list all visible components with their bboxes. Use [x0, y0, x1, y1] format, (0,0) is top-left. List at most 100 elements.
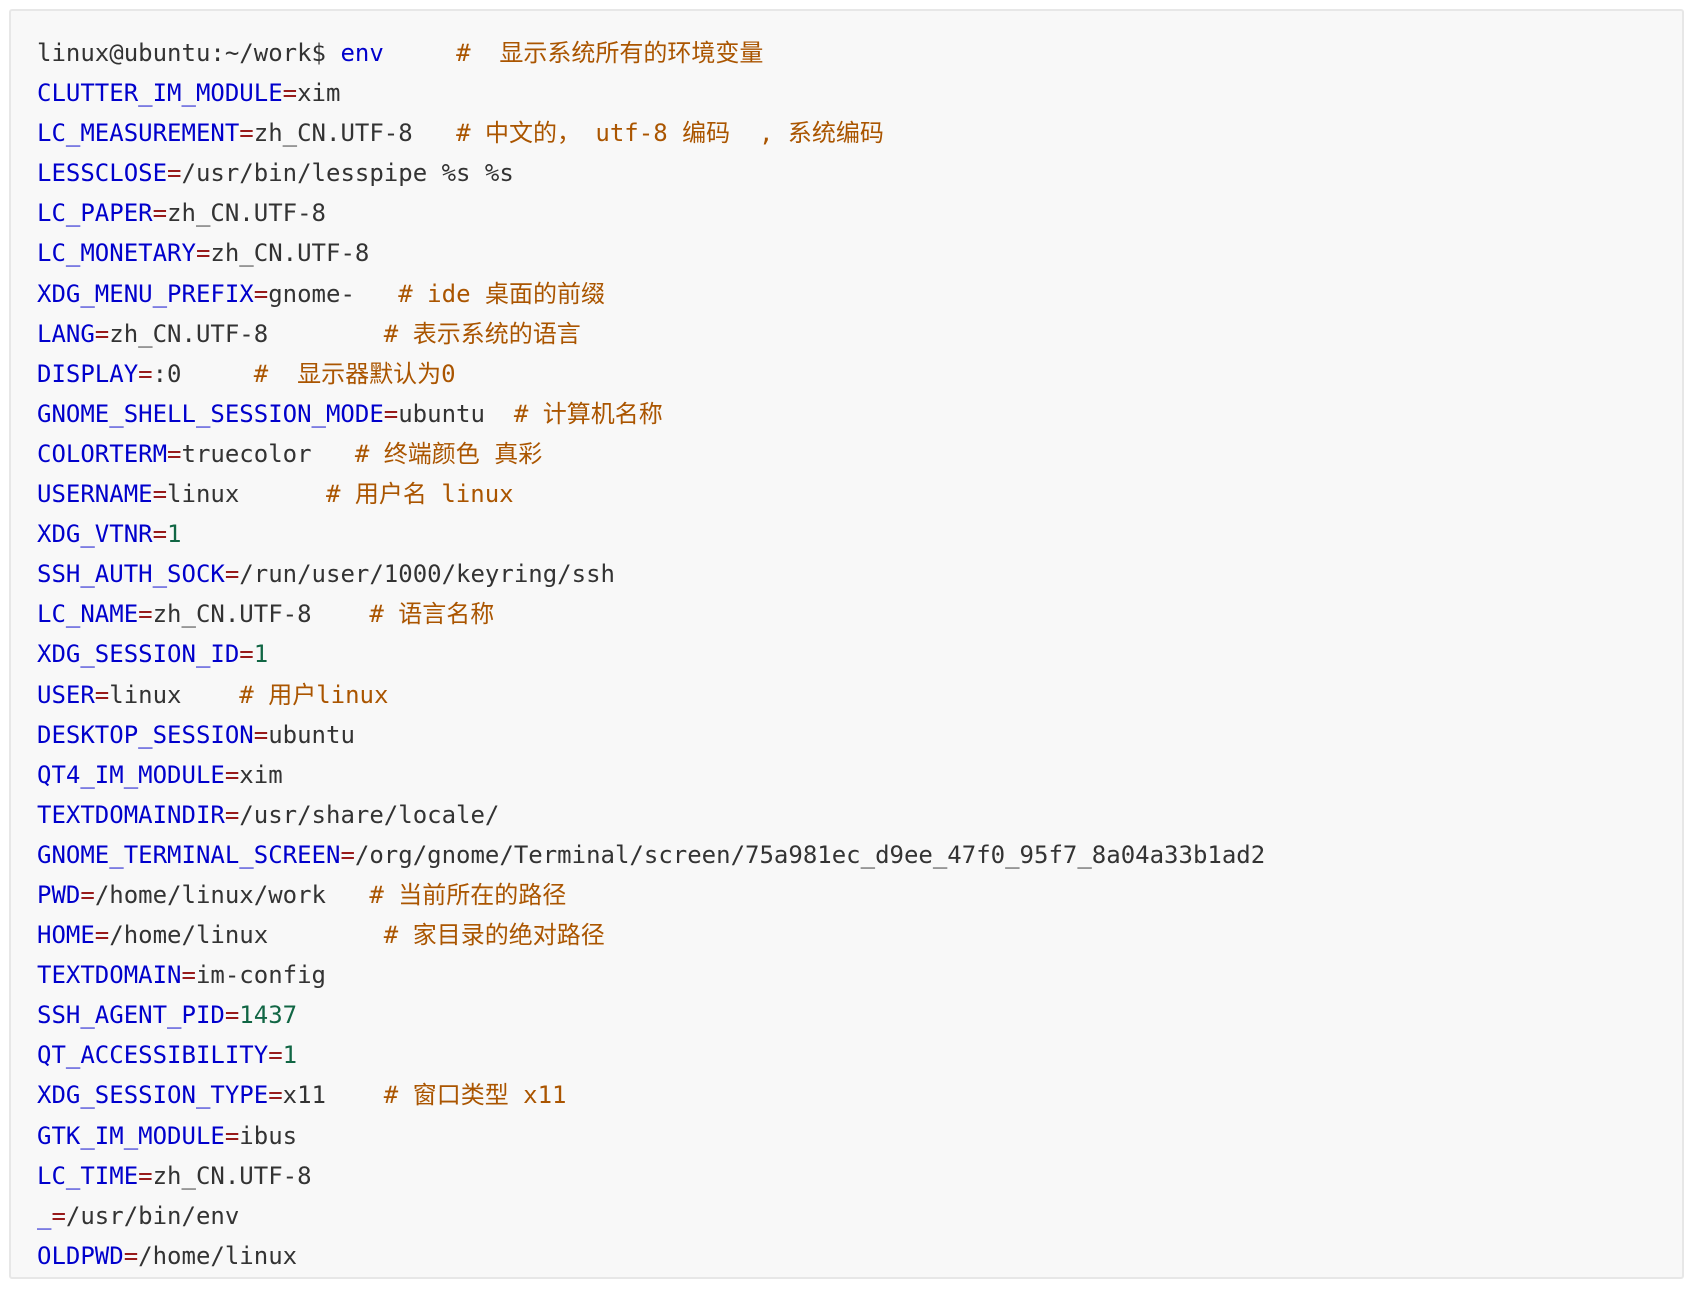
env-equals: = [152, 480, 168, 509]
env-line: USERNAME=linux # 用户名 linux [37, 474, 1682, 514]
env-equals: = [224, 1001, 240, 1030]
env-line: DESKTOP_SESSION=ubuntu [37, 715, 1682, 755]
env-value: zh_CN.UTF-8 [152, 1161, 312, 1190]
env-line: TEXTDOMAIN=im-config [37, 955, 1682, 995]
env-key: SSH_AUTH_SOCK [37, 560, 225, 589]
env-line: XDG_MENU_PREFIX=gnome- # ide 桌面的前缀 [37, 274, 1682, 314]
prompt-symbol: $ [311, 39, 326, 67]
env-equals: = [282, 79, 298, 108]
env-line: XDG_VTNR=1 [37, 514, 1682, 554]
env-line: LC_PAPER=zh_CN.UTF-8 [37, 193, 1682, 233]
env-key: LC_NAME [37, 600, 139, 629]
env-key: OLDPWD [37, 1241, 124, 1270]
env-value: ubuntu [398, 399, 485, 428]
env-key: LC_MONETARY [37, 239, 196, 268]
env-value: :0 [152, 359, 182, 388]
prompt-line: linux@ubuntu:~/work$ env # 显示系统所有的环境变量 [37, 33, 1682, 73]
env-line: LC_MEASUREMENT=zh_CN.UTF-8 # 中文的， utf-8 … [37, 113, 1682, 153]
env-value: gnome- [268, 279, 355, 308]
env-equals: = [167, 439, 182, 468]
env-line: SSH_AGENT_PID=1437 [37, 995, 1682, 1035]
env-equals: = [253, 720, 269, 749]
env-comment: # 终端颜色 真彩 [354, 439, 543, 468]
env-key: GNOME_TERMINAL_SCREEN [37, 840, 341, 869]
env-equals: = [224, 1121, 240, 1150]
env-line: QT_ACCESSIBILITY=1 [37, 1035, 1682, 1075]
env-value: im-config [195, 961, 326, 990]
env-key: USER [37, 680, 95, 709]
env-comment: # 窗口类型 x11 [383, 1081, 567, 1110]
env-key: XDG_SESSION_TYPE [37, 1081, 269, 1110]
env-comment: # 当前所在的路径 [369, 880, 567, 909]
env-value: linux [109, 680, 182, 709]
env-equals: = [181, 961, 196, 990]
env-line: GNOME_TERMINAL_SCREEN=/org/gnome/Termina… [37, 835, 1682, 875]
env-key: _ [37, 1201, 52, 1230]
env-key: LESSCLOSE [37, 159, 168, 188]
env-equals: = [138, 359, 153, 388]
env-comment: # ide 桌面的前缀 [398, 279, 605, 308]
env-key: XDG_SESSION_ID [37, 640, 240, 669]
env-line: CLUTTER_IM_MODULE=xim [37, 73, 1682, 113]
env-equals: = [195, 239, 211, 268]
env-equals: = [94, 921, 110, 950]
env-equals: = [167, 159, 182, 188]
env-value: /home/linux/work [94, 880, 326, 909]
env-key: DESKTOP_SESSION [37, 720, 254, 749]
env-key: COLORTERM [37, 439, 168, 468]
env-value: /home/linux [109, 921, 269, 950]
env-equals: = [123, 1241, 139, 1270]
env-comment: # 用户linux [239, 680, 389, 709]
env-value: /org/gnome/Terminal/screen/75a981ec_d9ee… [354, 840, 1266, 869]
prompt-user-host: linux@ubuntu:~/work [37, 39, 312, 67]
env-line: LC_MONETARY=zh_CN.UTF-8 [37, 233, 1682, 273]
env-line: LC_NAME=zh_CN.UTF-8 # 语言名称 [37, 594, 1682, 634]
env-comment: # 中文的， utf-8 编码 , 系统编码 [456, 119, 884, 148]
env-comment: # 显示器默认为0 [253, 359, 456, 388]
env-comment: # 计算机名称 [513, 399, 663, 428]
env-equals: = [152, 520, 168, 549]
env-key: LANG [37, 319, 95, 348]
env-line: SSH_AUTH_SOCK=/run/user/1000/keyring/ssh [37, 554, 1682, 594]
env-equals: = [138, 1161, 153, 1190]
env-key: USERNAME [37, 480, 153, 509]
env-line: OLDPWD=/home/linux [37, 1236, 1682, 1276]
env-equals: = [138, 600, 153, 629]
env-line: USER=linux # 用户linux [37, 675, 1682, 715]
env-equals: = [268, 1081, 283, 1110]
env-key: LC_TIME [37, 1161, 139, 1190]
env-key: DISPLAY [37, 359, 139, 388]
env-equals: = [94, 319, 110, 348]
env-value: linux [167, 480, 240, 509]
env-value: /run/user/1000/keyring/ssh [239, 560, 615, 589]
env-value: /usr/bin/lesspipe %s %s [181, 159, 514, 188]
env-comment: # 语言名称 [369, 600, 495, 629]
env-key: XDG_VTNR [37, 520, 153, 549]
env-equals: = [253, 279, 269, 308]
env-value: xim [239, 760, 283, 789]
env-key: TEXTDOMAIN [37, 961, 182, 990]
env-equals: = [340, 840, 355, 869]
env-equals: = [224, 760, 240, 789]
env-value: 1 [253, 640, 269, 669]
code-block: linux@ubuntu:~/work$ env # 显示系统所有的环境变量 C… [9, 9, 1684, 1279]
env-value: xim [297, 79, 341, 108]
env-value: 1 [167, 520, 182, 549]
env-value: ubuntu [268, 720, 355, 749]
env-key: QT_ACCESSIBILITY [37, 1041, 269, 1070]
env-value: /usr/bin/env [65, 1201, 240, 1230]
prompt-command: env [340, 39, 384, 67]
env-line: TEXTDOMAINDIR=/usr/share/locale/ [37, 795, 1682, 835]
env-line: LESSCLOSE=/usr/bin/lesspipe %s %s [37, 153, 1682, 193]
prompt-comment: # 显示系统所有的环境变量 [456, 39, 764, 67]
env-value: 1437 [239, 1001, 298, 1030]
env-key: SSH_AGENT_PID [37, 1001, 225, 1030]
env-value: zh_CN.UTF-8 [210, 239, 370, 268]
env-line: COLORTERM=truecolor # 终端颜色 真彩 [37, 434, 1682, 474]
env-key: TEXTDOMAINDIR [37, 800, 225, 829]
env-equals: = [152, 199, 168, 228]
env-value: zh_CN.UTF-8 [109, 319, 269, 348]
env-value: /home/linux [138, 1241, 298, 1270]
env-equals: = [94, 680, 110, 709]
